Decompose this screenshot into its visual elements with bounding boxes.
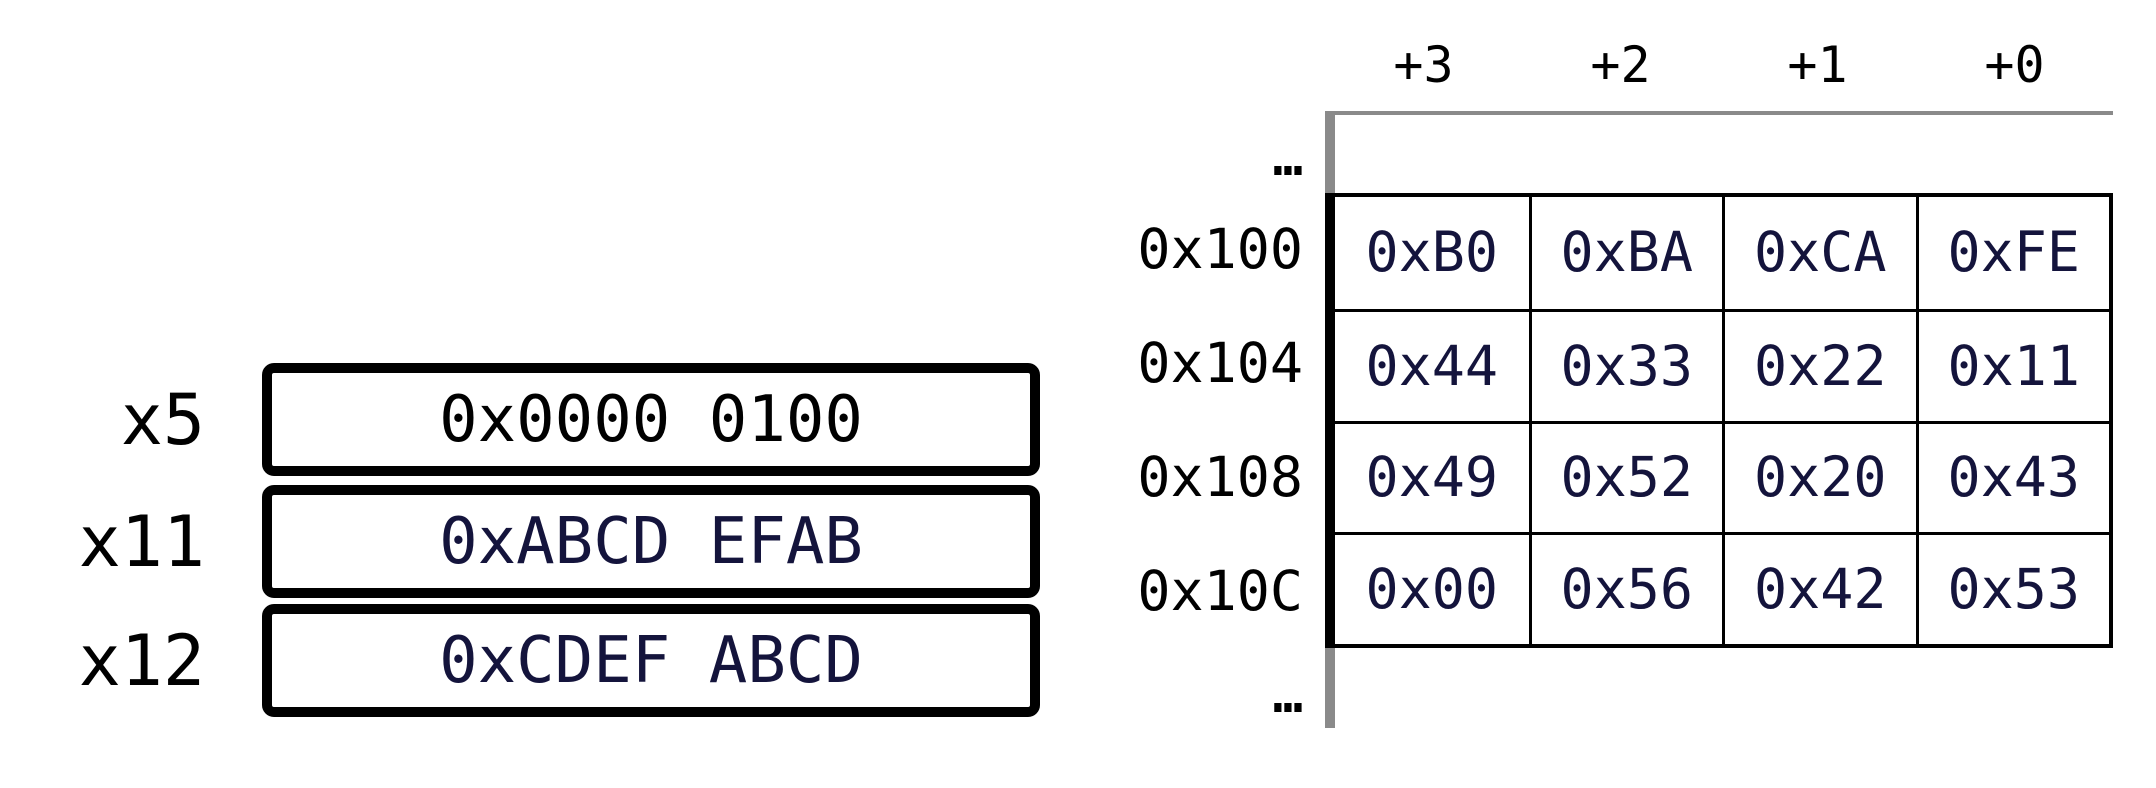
register-value-x12: 0xCDEF ABCD — [439, 623, 863, 698]
byte-offset-header-row: +3 +2 +1 +0 — [1325, 36, 2113, 94]
memory-address-column: 0x100 0x104 0x108 0x10C — [1085, 193, 1303, 648]
memory-cell: 0x43 — [1915, 420, 2109, 533]
memory-address-label: 0x108 — [1137, 444, 1303, 509]
register-value-x5: 0x0000 0100 — [439, 382, 863, 457]
register-row-x12: x12 0xCDEF ABCD — [0, 604, 1040, 717]
memory-address-label: 0x10C — [1137, 558, 1303, 623]
memory-left-gray-line-above — [1325, 111, 1335, 195]
register-name-x5: x5 — [120, 378, 205, 461]
register-row-x5: x5 0x0000 0100 — [0, 363, 1040, 476]
register-value-box-x11: 0xABCD EFAB — [262, 485, 1040, 598]
register-value-x11: 0xABCD EFAB — [439, 504, 863, 579]
byte-offset-header-plus3: +3 — [1393, 36, 1454, 94]
memory-cell: 0xBA — [1528, 197, 1723, 309]
memory-cell: 0x00 — [1335, 532, 1529, 644]
register-value-box-x12: 0xCDEF ABCD — [262, 604, 1040, 717]
memory-cell: 0x56 — [1528, 532, 1722, 644]
memory-cell: 0xCA — [1722, 197, 1916, 309]
memory-ellipsis-above: … — [1272, 129, 1303, 187]
memory-address-label: 0x104 — [1137, 331, 1303, 396]
memory-cell: 0xB0 — [1365, 220, 1498, 285]
register-value-box-x5: 0x0000 0100 — [262, 363, 1040, 476]
byte-offset-header-plus2: +2 — [1590, 36, 1651, 94]
register-name-x11: x11 — [78, 500, 205, 583]
memory-ellipsis-below: … — [1272, 666, 1303, 724]
memory-cell: 0x53 — [1915, 532, 2109, 644]
memory-cell: 0x22 — [1722, 308, 1916, 421]
byte-offset-header-plus0: +0 — [1984, 36, 2045, 94]
memory-cell: 0x42 — [1722, 532, 1916, 644]
memory-cell: 0x33 — [1528, 308, 1722, 421]
memory-top-gray-line — [1325, 111, 2113, 115]
memory-cell: 0x52 — [1528, 420, 1722, 533]
memory-cell: 0x49 — [1335, 420, 1529, 533]
memory-cell: 0x44 — [1335, 308, 1529, 421]
memory-cell: 0x20 — [1722, 420, 1916, 533]
memory-byte-table: 0xB0 0xBA 0xCA 0xFE 0x44 0x33 0x22 0x11 … — [1325, 193, 2113, 648]
memory-cell: 0xFE — [1915, 197, 2110, 309]
register-name-x12: x12 — [78, 619, 205, 702]
memory-left-gray-line-below — [1325, 646, 1335, 728]
memory-address-label: 0x100 — [1137, 217, 1303, 282]
byte-offset-header-plus1: +1 — [1787, 36, 1848, 94]
memory-cell: 0x11 — [1915, 308, 2109, 421]
register-row-x11: x11 0xABCD EFAB — [0, 485, 1040, 598]
